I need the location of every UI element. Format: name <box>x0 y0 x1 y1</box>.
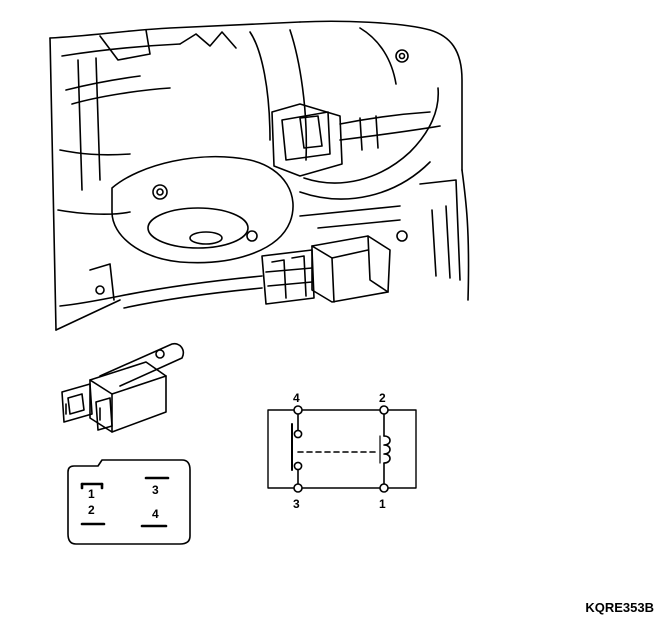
switch-contact-top <box>293 429 303 439</box>
relay-perspective-illustration <box>61 342 185 433</box>
terminal-1-dot <box>379 483 389 493</box>
relay-terminal-labels: 1 2 3 4 <box>88 483 159 521</box>
pin-label-3: 3 <box>152 483 159 497</box>
terminal-3-dot <box>293 483 303 493</box>
pin-label-1: 1 <box>88 487 95 501</box>
circuit-label-4: 4 <box>293 391 300 405</box>
terminal-4-dot <box>293 405 303 415</box>
coil <box>383 435 391 464</box>
pin-label-4: 4 <box>152 507 159 521</box>
steering-column-illustration <box>49 20 470 331</box>
circuit-outline <box>267 409 417 489</box>
pin-label-2: 2 <box>88 503 95 517</box>
relay-circuit-schematic <box>267 405 417 493</box>
circuit-label-2: 2 <box>379 391 386 405</box>
terminal-2-dot <box>379 405 389 415</box>
switch-contact-bottom <box>293 461 303 471</box>
figure-reference: KQRE353B <box>585 600 654 615</box>
circuit-terminal-labels: 4 2 3 1 <box>293 391 386 511</box>
circuit-label-1: 1 <box>379 497 386 511</box>
circuit-label-3: 3 <box>293 497 300 511</box>
relay-terminal-view <box>67 459 191 545</box>
